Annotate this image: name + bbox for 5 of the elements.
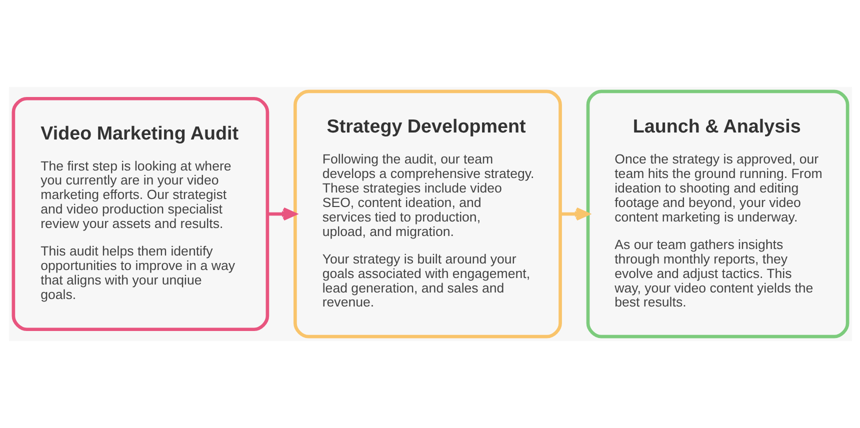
node-box: Video Marketing Audit The first step is looking at where you currently are in your video marketing efforts. Our strategist and video production specialist review your assets and results. This audit helps them identify opportunities to improve in a way that aligns with your unqiue goals.: [11, 96, 269, 332]
node-box: Launch & Analysis Once the strategy is approved, our team hits the ground running. From ideation to shooting and editing footage and beyond, your video content marketing is underway. As our team gathers insights through monthly reports, they evolve and adjust tactics. This way, your video content yields the best results.: [586, 90, 849, 338]
node-box: Strategy Development Following the audit, our team develops a comprehensive strategy. These strategies include video SEO, content ideation, and services tied to production, upload, and migration. Your strategy is built around your goals associated with engagement, lead generation, and sales and revenue.: [293, 90, 562, 338]
arrow: [267, 207, 296, 221]
arrow: [560, 207, 589, 221]
